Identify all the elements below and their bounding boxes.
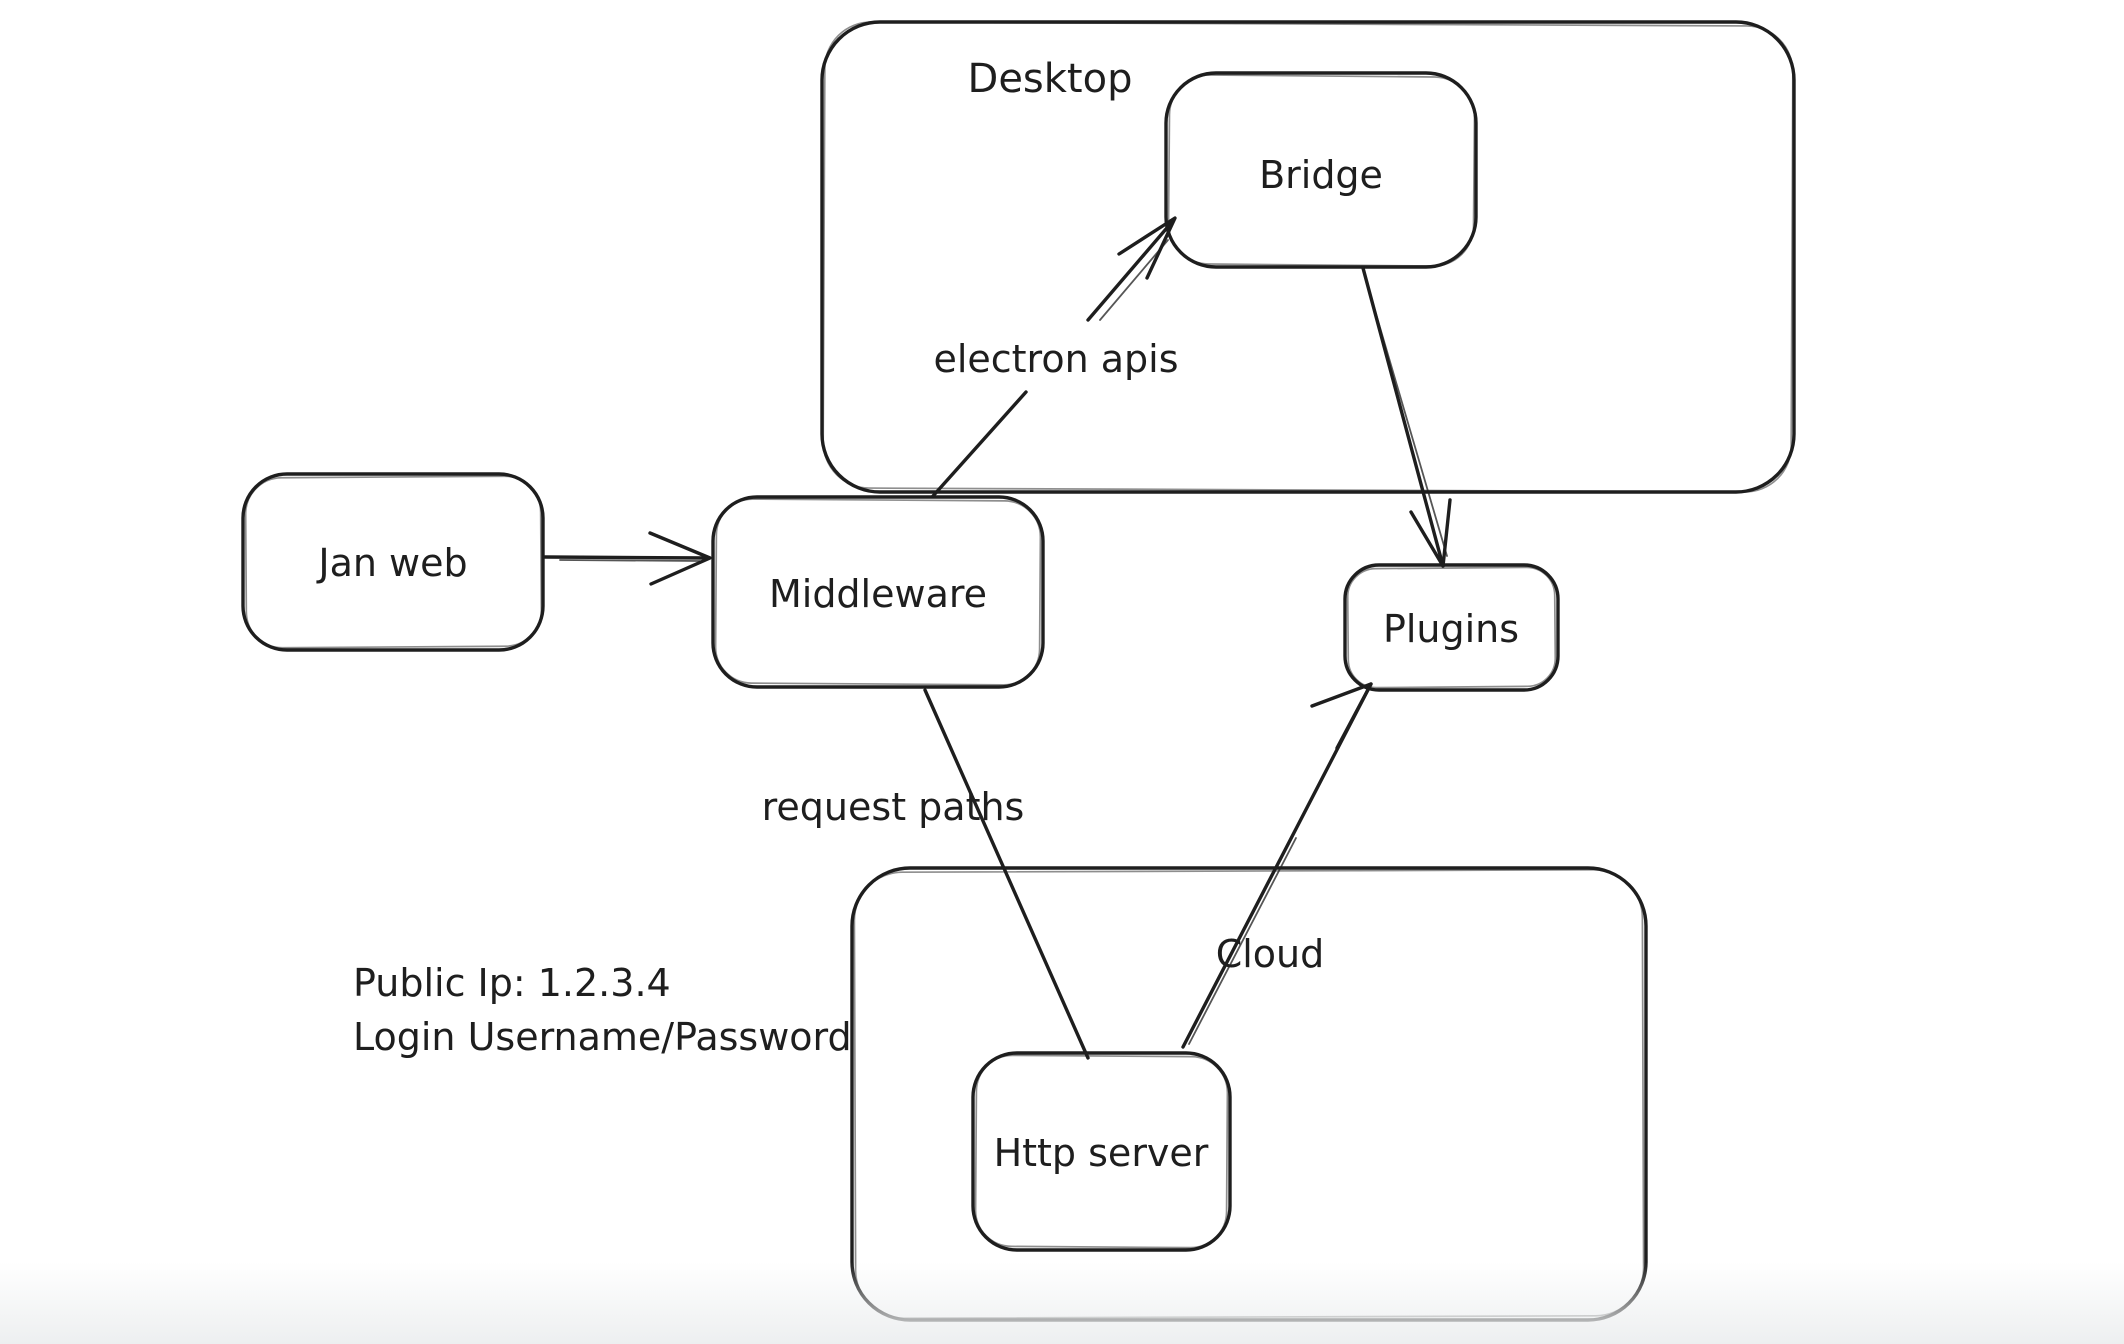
desktop-container[interactable]	[820, 20, 1796, 494]
diagram-shapes	[241, 20, 1796, 1322]
edge-middleware-to-bridge-shaft-lower[interactable]	[931, 390, 1028, 498]
edge-label-request-paths: request paths	[762, 785, 1025, 829]
middleware-node[interactable]	[711, 495, 1045, 689]
plugins-node-shape[interactable]	[1343, 563, 1560, 692]
edge-janweb-to-middleware-sketch	[559, 559, 701, 562]
edge-janweb-to-middleware[interactable]	[543, 531, 712, 586]
annotation-public-ip: Public Ip: 1.2.3.4	[353, 961, 671, 1005]
edge-httpserver-to-plugins-arrowhead	[1310, 682, 1373, 750]
edge-middleware-to-bridge-shaft-upper[interactable]	[1086, 220, 1174, 322]
edge-middleware-to-httpserver-shaft[interactable]	[923, 688, 1090, 1060]
diagram-labels: Desktop Bridge Jan web Middleware Plugin…	[316, 56, 1519, 1175]
edge-janweb-to-middleware-shaft[interactable]	[543, 555, 710, 560]
desktop-container-label: Desktop	[968, 56, 1133, 102]
edge-bridge-to-plugins[interactable]	[1361, 266, 1452, 568]
edge-httpserver-to-plugins-sketch	[1188, 837, 1297, 1045]
jan-web-node-shape[interactable]	[241, 472, 545, 652]
edge-bridge-to-plugins-arrowhead	[1409, 498, 1452, 568]
http-server-node-sketch	[974, 1054, 1229, 1249]
edge-middleware-to-bridge-arrowhead	[1117, 216, 1177, 280]
middleware-node-label: Middleware	[769, 572, 987, 616]
http-server-node[interactable]	[971, 1051, 1232, 1252]
bridge-node[interactable]	[1164, 71, 1478, 269]
edge-bridge-to-plugins-sketch	[1368, 289, 1448, 557]
desktop-container-shape[interactable]	[820, 20, 1796, 494]
jan-web-node-sketch	[244, 475, 543, 649]
edge-middleware-to-httpserver[interactable]	[923, 688, 1090, 1060]
bridge-node-label: Bridge	[1259, 153, 1383, 197]
jan-web-node-label: Jan web	[316, 541, 467, 585]
annotation-login: Login Username/Password	[353, 1015, 852, 1059]
http-server-node-label: Http server	[994, 1131, 1209, 1175]
edge-label-electron-apis: electron apis	[933, 337, 1178, 381]
edge-httpserver-to-plugins[interactable]	[1181, 682, 1373, 1049]
plugins-node-sketch	[1346, 566, 1557, 689]
bridge-node-sketch	[1167, 74, 1476, 267]
edge-janweb-to-middleware-arrowhead	[648, 531, 712, 586]
plugins-node[interactable]	[1343, 563, 1560, 692]
jan-web-node[interactable]	[241, 472, 545, 652]
edge-middleware-to-bridge-sketch	[1099, 239, 1169, 321]
bottom-fade-band	[0, 1262, 2124, 1344]
bridge-node-shape[interactable]	[1164, 71, 1478, 269]
edge-middleware-to-bridge[interactable]	[931, 216, 1177, 498]
plugins-node-label: Plugins	[1383, 607, 1519, 651]
desktop-container-sketch	[822, 21, 1794, 493]
http-server-node-shape[interactable]	[971, 1051, 1232, 1252]
middleware-node-sketch	[714, 498, 1042, 686]
middleware-node-shape[interactable]	[711, 495, 1045, 689]
cloud-container-label: Cloud	[1216, 932, 1325, 976]
